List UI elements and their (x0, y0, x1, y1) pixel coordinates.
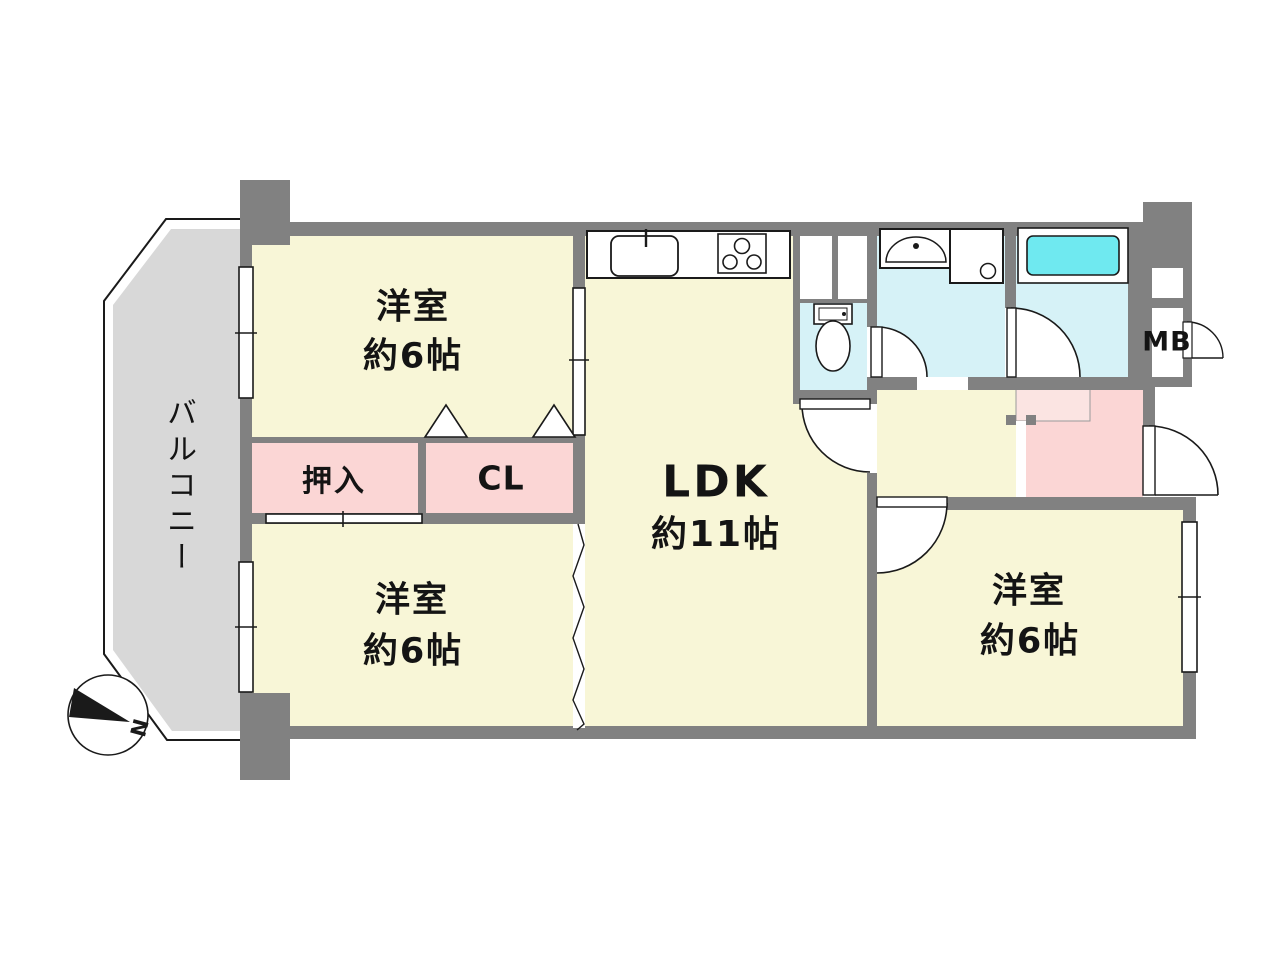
entry-step-edge (1016, 421, 1026, 497)
cl-door-triangle-2 (531, 403, 577, 438)
bedroom-top-area: 約6帖 (362, 336, 464, 377)
bedroom-bottom-area: 約6帖 (362, 631, 464, 672)
sliding-door-bedroom-ldk (572, 287, 586, 436)
door-leaf-ldk (799, 398, 871, 410)
cl-floor (426, 443, 573, 513)
wall-oshiire-cl (418, 443, 426, 513)
compass-north-label: N (125, 716, 153, 739)
ldk-area: 約11帖 (650, 514, 782, 555)
folding-partition (572, 523, 585, 731)
oshiire-label: 押入 (302, 464, 366, 499)
wall-stub-entry-left (1006, 415, 1016, 425)
ldk-label: LDK (662, 456, 770, 508)
door-leaf-bedroom-right (876, 496, 948, 508)
cl-folding-doors (423, 403, 577, 438)
compass: N (67, 674, 153, 756)
wall-stub-entry-right (1026, 415, 1036, 425)
hall-floor (877, 388, 1016, 497)
bedroom-top-floor (252, 236, 573, 437)
meter-box-label: MB (1142, 326, 1192, 358)
door-swing-bedroom-right (876, 502, 948, 574)
door-swing-entrance (1148, 425, 1219, 496)
bedroom-top-label: 洋室 (375, 287, 451, 328)
kitchen-counter-icon (586, 229, 791, 279)
bedroom-bottom-floor (252, 524, 573, 726)
doors (799, 307, 1224, 574)
north-arrow-icon (69, 688, 130, 722)
kitchen-sink-icon (610, 235, 679, 277)
balcony-outline (103, 218, 240, 741)
cl-door-triangle-1 (423, 403, 469, 438)
wall-ldk-right (867, 473, 877, 730)
door-leaf-bathroom (1006, 307, 1017, 378)
wall-above-closets (252, 437, 573, 443)
bedroom-bottom-label: 洋室 (374, 580, 450, 621)
door-leaf-entrance (1142, 425, 1156, 496)
meter-box-niche-1 (1152, 268, 1183, 298)
bedroom-right-area: 約6帖 (979, 621, 1081, 662)
floors (252, 236, 1183, 726)
door-swing-bathroom (1010, 307, 1081, 378)
sliding-door-oshiire (265, 513, 423, 524)
washroom-fixtures (879, 228, 1004, 284)
meter-box-niche-2 (1152, 308, 1183, 377)
niche-above-toilet-1 (800, 236, 832, 299)
wall-bottom (252, 726, 1196, 739)
cl-label: CL (477, 458, 525, 498)
bedroom-right-label: 洋室 (991, 571, 1067, 612)
opening-washroom (917, 377, 968, 390)
wall-bedroom-right-top (868, 497, 1196, 510)
windows (235, 266, 1201, 693)
oshiire-floor (252, 443, 418, 513)
balcony-floor (113, 229, 240, 731)
door-leaf-toilet (870, 326, 883, 378)
pillar-top-left (240, 180, 290, 245)
wall-washroom-bath (1005, 236, 1016, 308)
door-swing-ldk (801, 403, 871, 473)
door-swing-meter-box (1186, 321, 1224, 359)
wall-washroom-bottom (877, 377, 1143, 390)
bathtub-icon (1017, 227, 1129, 284)
niche-above-toilet-2 (838, 236, 867, 299)
toilet-icon (813, 303, 853, 372)
balcony-label: バルコニー (161, 397, 196, 577)
door-leaf-meter-box (1182, 321, 1193, 359)
